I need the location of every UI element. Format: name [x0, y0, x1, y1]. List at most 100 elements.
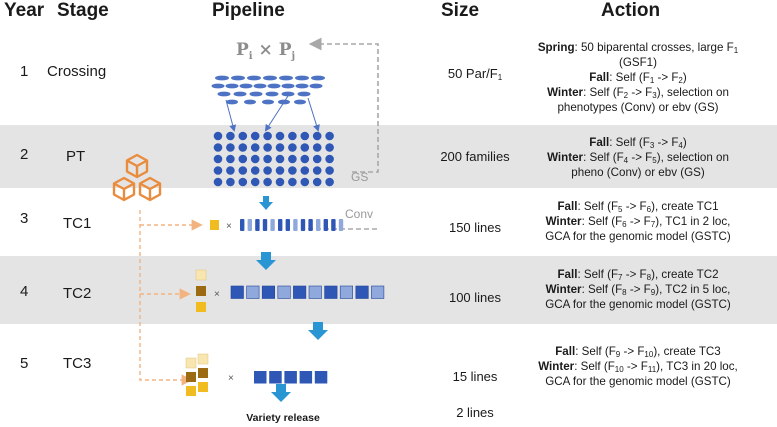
action-text: ) [682, 71, 687, 84]
hexagon-cubes-icon [112, 153, 162, 202]
size-tc2: 100 lines [448, 290, 502, 305]
f1-plant-ellipse [295, 83, 309, 89]
stage-pt: PT [66, 148, 86, 165]
row-band-tc2 [0, 256, 777, 324]
size-tc3: 15 lines [452, 369, 498, 384]
action-line: GCA for the genomic model (GSTC) [500, 374, 776, 389]
action-subscript: 7 [618, 273, 623, 282]
action-text: -> F [626, 283, 651, 296]
tc1-line-bar [300, 219, 306, 231]
family-dot [275, 166, 285, 175]
action-subscript: 1 [733, 46, 739, 55]
action-season: Winter [547, 151, 584, 164]
tc1-line-bar [323, 219, 328, 231]
family-dot [238, 143, 248, 152]
action-text: : Self (F [581, 283, 623, 296]
family-dot [213, 166, 223, 175]
tc2-line-square [308, 285, 322, 299]
tc2-line-square [261, 285, 276, 299]
f1-plant-ellipse [249, 91, 263, 97]
action-line: Spring: 50 biparental crosses, large F1 [500, 40, 776, 55]
action-text: ), create TC3 [653, 345, 721, 358]
action-line: phenotypes (Conv) or ebv (GS) [500, 100, 776, 115]
f1-plant-ellipse [265, 91, 279, 97]
action-text: ), TC2 in 5 loc, [655, 283, 731, 296]
action-subscript: 9 [615, 350, 621, 359]
action-season: Winter [545, 215, 582, 228]
action-text: -> F [654, 71, 679, 84]
family-dot [250, 177, 260, 187]
tc3-line-square [284, 371, 297, 384]
f1-plant-ellipse [226, 99, 238, 105]
tc3-line-square [269, 371, 282, 384]
tc1-cross-mark: × [226, 221, 232, 232]
family-dot [288, 154, 297, 164]
f1-plant-ellipse [262, 99, 274, 105]
action-subscript: 4 [623, 156, 629, 165]
f1-plant-ellipse [239, 83, 253, 89]
action-crossing: Spring: 50 biparental crosses, large F1(… [500, 40, 776, 115]
action-subscript: 10 [644, 350, 654, 359]
tc1-lines [240, 219, 344, 231]
action-text: : Self (F [583, 151, 624, 164]
family-dot [238, 177, 248, 187]
tc1-line-bar [240, 219, 245, 231]
family-dot [300, 143, 310, 152]
stage-down-arrows [256, 196, 328, 402]
tc2-line-square [293, 285, 307, 299]
action-subscript: 5 [618, 205, 623, 214]
action-line: pheno (Conv) or ebv (GS) [500, 165, 776, 180]
action-pt: Fall: Self (F3 -> F4)Winter: Self (F4 ->… [500, 135, 776, 180]
action-subscript: 4 [678, 141, 683, 150]
family-dot [226, 166, 235, 175]
tc2-line-square [371, 285, 385, 299]
action-season: Fall [589, 71, 610, 84]
tc1-line-bar [316, 219, 321, 231]
tc3-line-square [254, 371, 267, 384]
action-subscript: 8 [622, 288, 627, 297]
f1-plant-ellipse [311, 75, 325, 81]
family-dot [226, 154, 235, 164]
action-subscript: 9 [650, 288, 656, 297]
action-line: Winter: Self (F4 -> F5), selection on [500, 150, 776, 165]
tc1-line-bar [285, 219, 290, 231]
tc1-line-bar [278, 219, 283, 231]
header-pipeline: Pipeline [212, 0, 285, 21]
tc1-line-bar [338, 219, 344, 231]
family-dot [275, 177, 285, 187]
year-2: 2 [20, 146, 29, 163]
tc2-line-square [339, 285, 354, 299]
family-dot [312, 166, 322, 175]
action-text: : Self (F [577, 268, 619, 281]
size-final: 2 lines [456, 405, 494, 420]
action-subscript: 5 [652, 156, 657, 165]
gs-feedback-path [308, 37, 379, 173]
family-dot [238, 131, 248, 141]
family-dot [275, 131, 285, 141]
family-dot [238, 166, 248, 175]
action-subscript: 7 [650, 220, 656, 229]
action-text: GCA for the genomic model (GSTC) [545, 375, 731, 388]
action-line: Fall: Self (F5 -> F6), create TC1 [500, 199, 776, 214]
action-text: : Self (F [583, 86, 624, 99]
family-dot [312, 154, 322, 164]
header-action: Action [601, 0, 661, 21]
action-text: ), TC3 in 20 loc, [656, 360, 738, 373]
action-line: Fall: Self (F3 -> F4) [500, 135, 776, 150]
pt-family-dots [213, 131, 334, 187]
action-line: Winter: Self (F10 -> F11), TC3 in 20 loc… [500, 359, 776, 374]
action-subscript: 1 [649, 76, 655, 85]
f1-plant-ellipse [217, 91, 231, 97]
parent-j-sub: j [291, 51, 296, 62]
action-line: GCA for the genomic model (GSTC) [500, 297, 776, 312]
action-line: Fall: Self (F1 -> F2) [500, 70, 776, 85]
family-dot [250, 143, 260, 152]
f1-plant-ellipse [253, 83, 267, 89]
action-subscript: 3 [649, 141, 655, 150]
family-dot [238, 154, 248, 164]
stage-tc3: TC3 [63, 355, 92, 372]
action-text: -> F [628, 151, 653, 164]
family-dot [288, 143, 297, 152]
f1-plant-ellipse [281, 91, 295, 97]
